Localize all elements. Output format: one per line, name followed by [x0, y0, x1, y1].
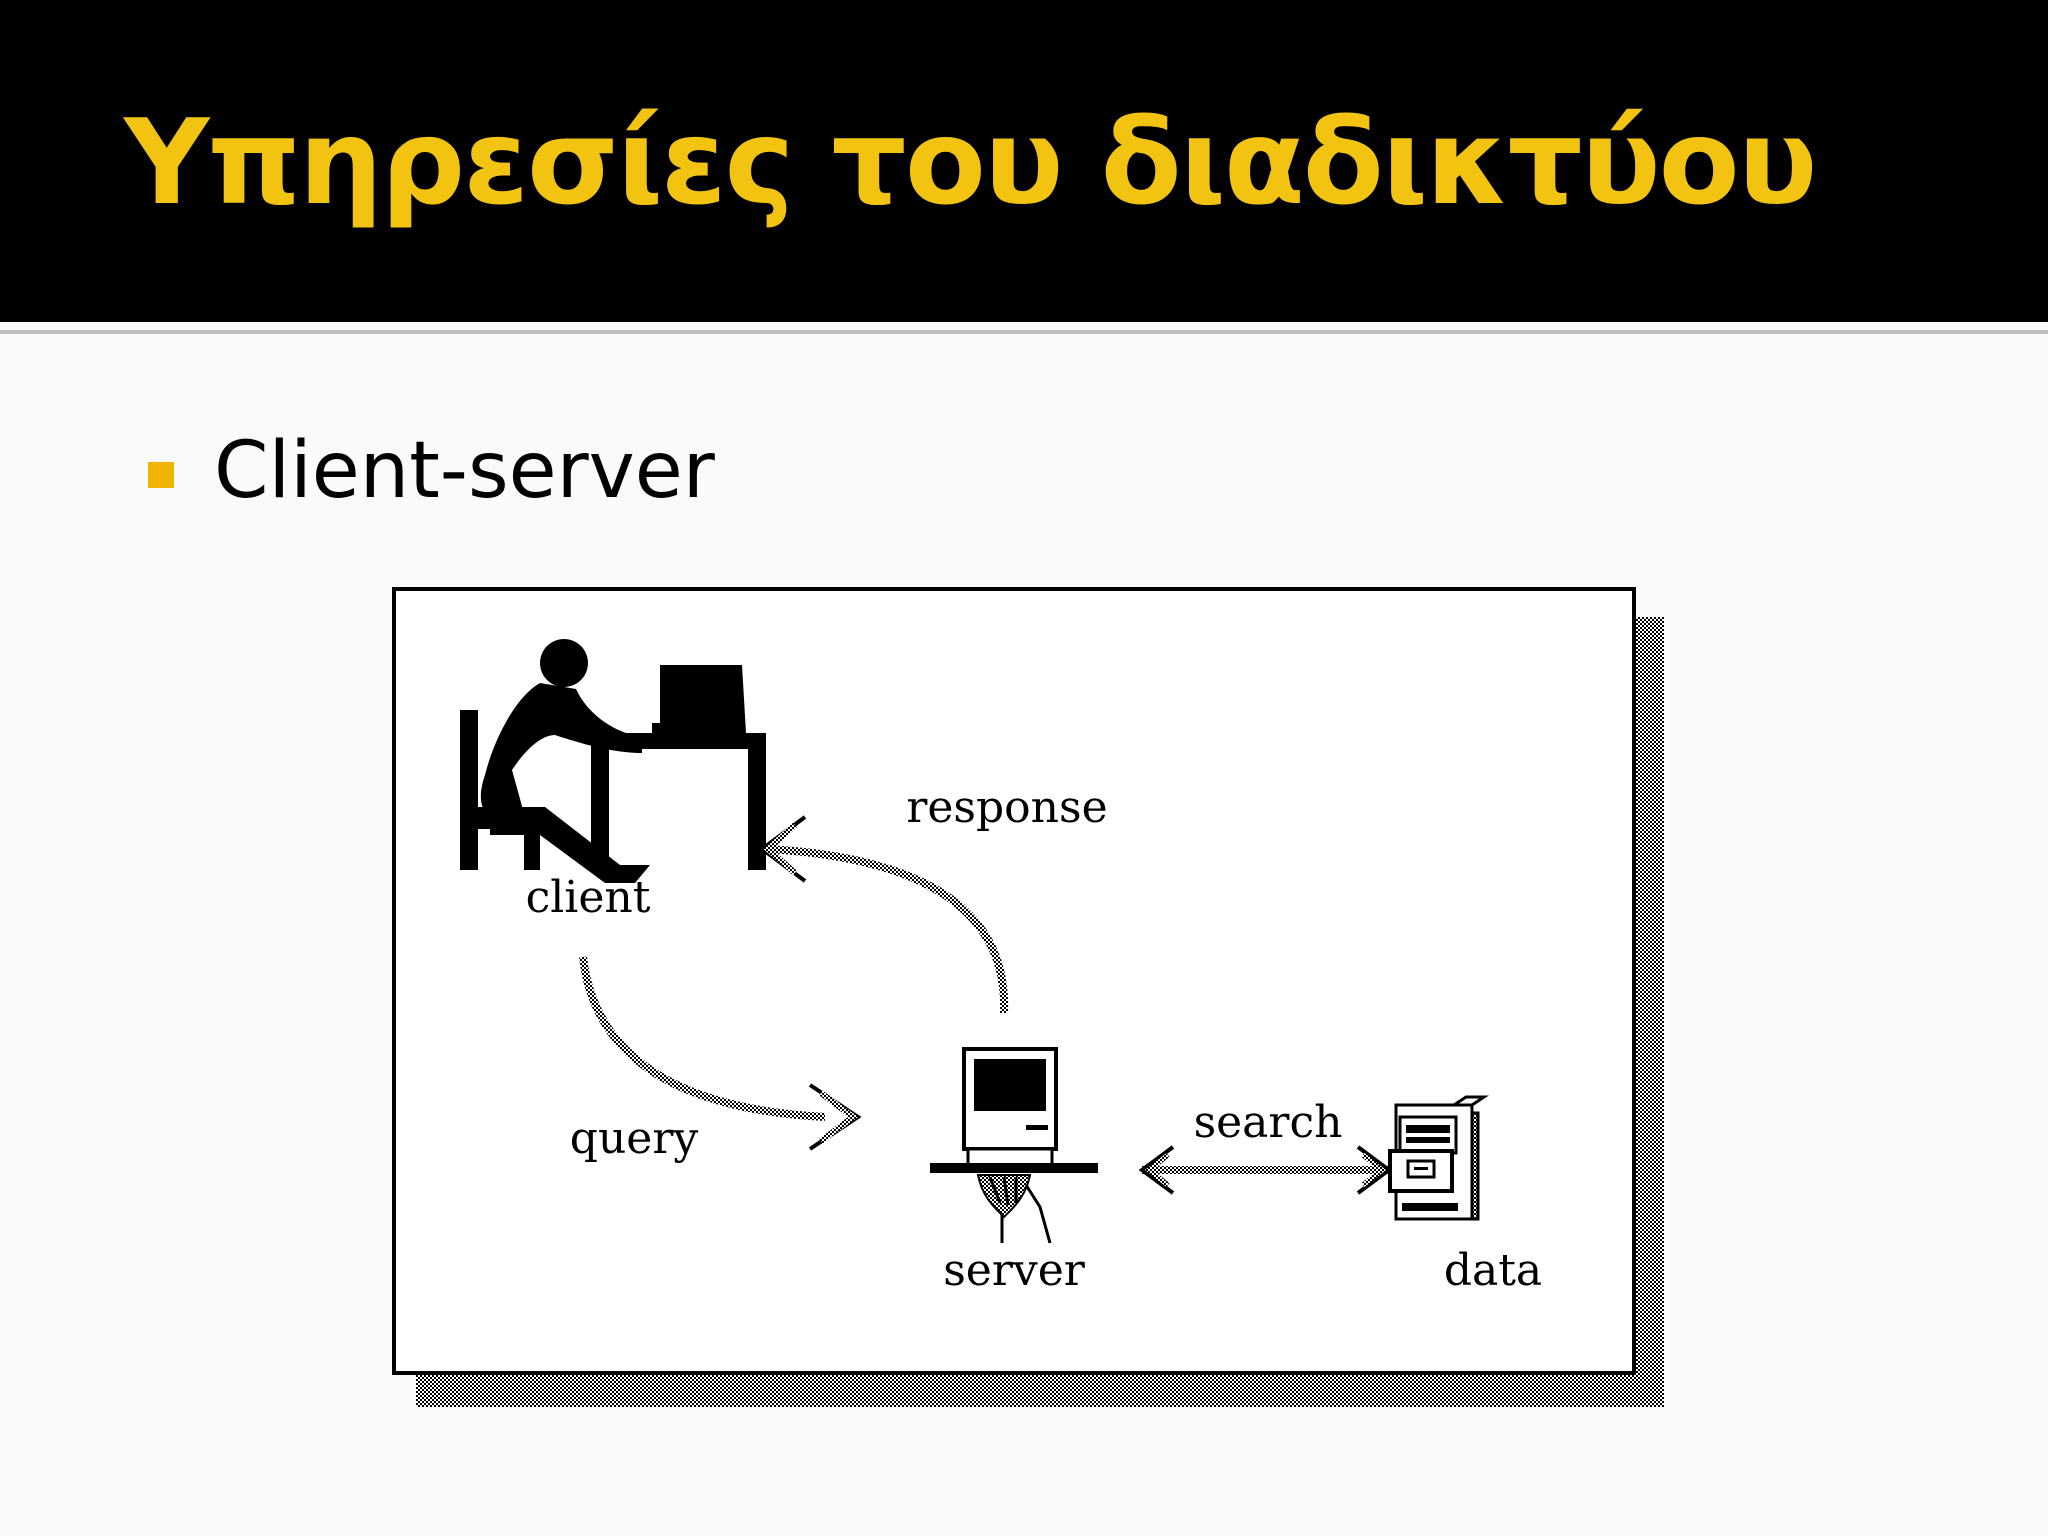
title-bar	[0, 0, 2048, 322]
client-server-diagram: client query response server	[390, 585, 1670, 1410]
query-label: query	[570, 1113, 699, 1164]
diagram-canvas: client query response server	[392, 587, 1664, 1407]
data-label: data	[1444, 1245, 1542, 1296]
title-divider	[0, 330, 2048, 334]
filing-cabinet-icon	[1388, 1095, 1489, 1221]
search-label: search	[1194, 1097, 1343, 1148]
response-arrow	[758, 815, 1009, 1014]
search-arrow	[1138, 1145, 1393, 1195]
bullet-marker	[148, 462, 174, 488]
bullet-text: Client-server	[214, 426, 715, 516]
client-label: client	[526, 872, 651, 923]
client-person-icon	[460, 639, 766, 883]
query-arrow	[579, 956, 862, 1151]
slide-title: Υπηρεσίες του διαδικτύου	[124, 93, 1817, 231]
server-computer-icon	[930, 1047, 1098, 1244]
response-label: response	[906, 782, 1107, 833]
server-label: server	[943, 1245, 1086, 1296]
